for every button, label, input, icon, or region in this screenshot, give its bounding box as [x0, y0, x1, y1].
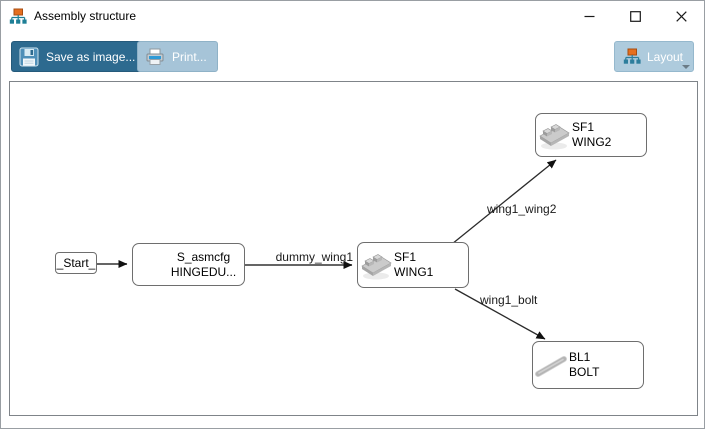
minimize-icon — [584, 15, 594, 17]
node-wing2-line2: WING2 — [572, 135, 612, 149]
node-wing1-line2: WING1 — [394, 265, 434, 279]
edge-wing1-to-wing2 — [451, 159, 557, 245]
print-label: Print... — [172, 49, 207, 64]
close-button[interactable] — [658, 1, 704, 31]
layout-button[interactable]: Layout — [613, 41, 694, 72]
diagram-edges: dummy_wing1 wing1_wing2 wing1_bolt — [94, 159, 557, 340]
layout-label: Layout — [646, 49, 683, 64]
layout-dropdown-arrow-icon — [682, 65, 690, 69]
node-start-label: _Start_ — [56, 255, 96, 270]
window-controls — [566, 1, 704, 31]
node-wing2-line1: SF1 — [572, 120, 595, 134]
node-wing1-line1: SF1 — [394, 250, 417, 264]
node-bolt[interactable]: BL1 BOLT — [532, 341, 644, 389]
toolbar: Save as image... Print... Layout — [1, 31, 704, 81]
maximize-button[interactable] — [612, 1, 658, 31]
wing-part-icon — [539, 124, 570, 150]
print-button[interactable]: Print... — [137, 41, 218, 72]
edge-label-wing1-wing2: wing1_wing2 — [486, 202, 557, 216]
node-start[interactable]: _Start_ — [55, 252, 97, 274]
node-asmcfg-line2: HINGEDU... — [170, 264, 237, 279]
node-bolt-line2: BOLT — [569, 365, 600, 379]
save-as-image-label: Save as image... — [46, 49, 136, 64]
edge-label-dummy-wing1: dummy_wing1 — [276, 250, 354, 264]
assembly-hierarchy-icon — [9, 8, 27, 24]
maximize-icon — [629, 10, 641, 22]
node-bolt-line1: BL1 — [569, 350, 591, 364]
assembly-diagram-canvas[interactable]: dummy_wing1 wing1_wing2 wing1_bolt _Star… — [9, 81, 698, 416]
node-asmcfg[interactable]: S_asmcfg HINGEDU... — [132, 243, 245, 286]
save-as-image-button[interactable]: Save as image... — [11, 41, 147, 72]
titlebar: Assembly structure — [1, 1, 704, 31]
close-icon — [675, 10, 687, 22]
edge-label-wing1-bolt: wing1_bolt — [479, 293, 538, 307]
edge-wing1-to-bolt — [454, 288, 546, 340]
bolt-part-icon — [535, 356, 567, 377]
printer-icon — [146, 48, 164, 65]
node-wing1[interactable]: SF1 WING1 — [357, 242, 469, 288]
layout-hierarchy-icon — [623, 48, 641, 64]
window-title: Assembly structure — [34, 9, 137, 23]
node-asmcfg-line1: S_asmcfg — [176, 249, 231, 264]
node-wing2[interactable]: SF1 WING2 — [535, 113, 647, 157]
floppy-disk-icon — [19, 47, 39, 66]
minimize-button[interactable] — [566, 1, 612, 31]
wing-part-icon — [361, 254, 392, 280]
